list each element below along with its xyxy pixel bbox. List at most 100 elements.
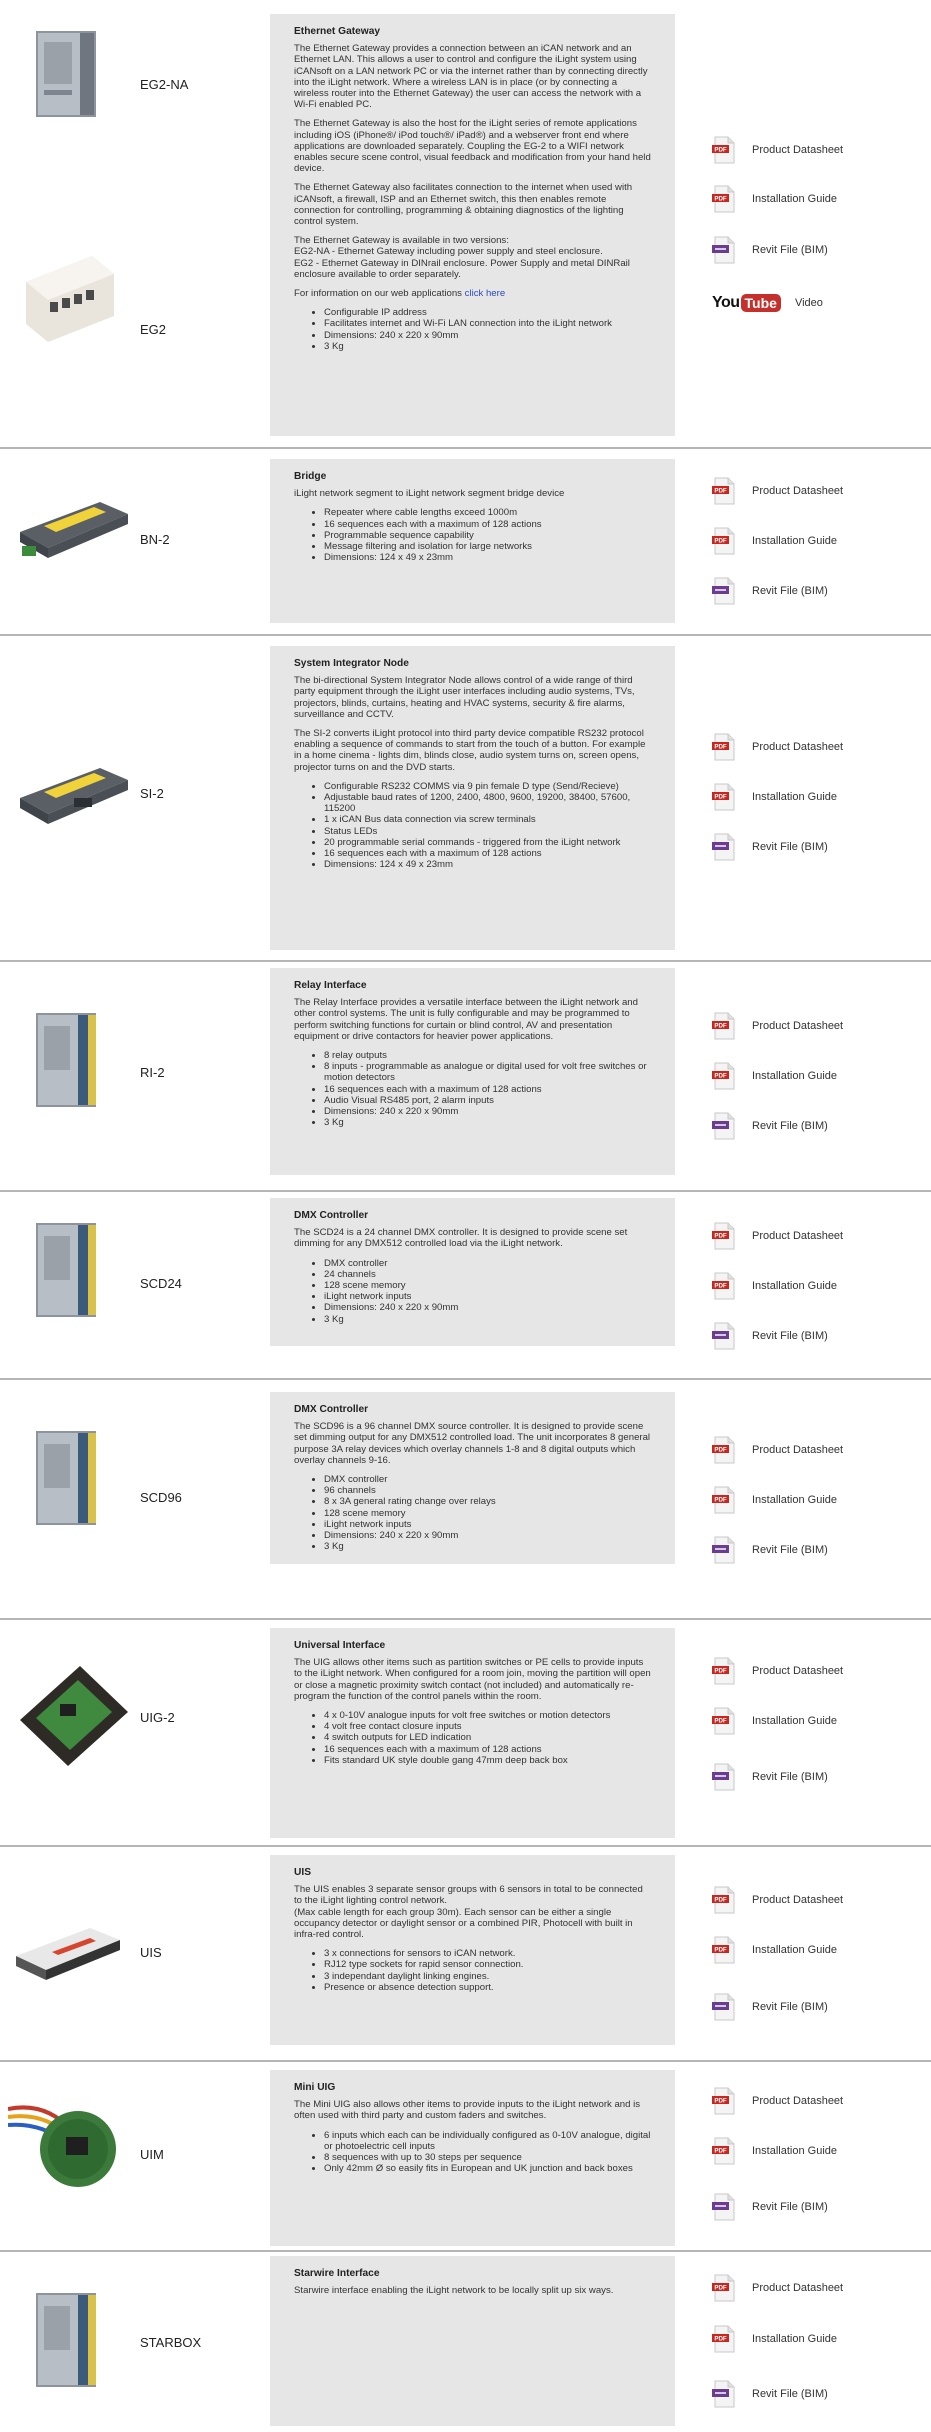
- link-label: Product Datasheet: [752, 1230, 844, 1242]
- svg-text:PDF: PDF: [714, 1897, 727, 1904]
- link-label: Installation Guide: [752, 1280, 837, 1292]
- pdf-file-icon: PDF: [712, 2325, 736, 2353]
- description-paragraph: The Ethernet Gateway provides a connecti…: [294, 43, 648, 111]
- pdf-file-icon: PDF: [712, 1707, 736, 1735]
- web-apps-link[interactable]: click here: [464, 288, 506, 300]
- youtube-video-link[interactable]: You Tube Video: [712, 288, 823, 318]
- uis-image: [16, 1928, 120, 1980]
- spec-item: Status LEDs: [324, 826, 653, 837]
- description-paragraph: The Ethernet Gateway also facilitates co…: [294, 182, 633, 228]
- product-description: Starwire Interface Starwire interface en…: [270, 2256, 675, 2426]
- pdf-file-icon: PDF: [712, 136, 736, 164]
- spec-item: Configurable IP address: [324, 307, 653, 318]
- link-label: Installation Guide: [752, 1070, 837, 1082]
- spec-item: 96 channels: [324, 1485, 653, 1496]
- product-title: UIS: [294, 1867, 311, 1878]
- spec-item: Adjustable baud rates of 1200, 2400, 480…: [324, 792, 653, 814]
- spec-item: Dimensions: 240 x 220 x 90mm: [324, 1530, 653, 1541]
- spec-item: 4 volt free contact closure inputs: [324, 1721, 653, 1732]
- description-paragraph: The Ethernet Gateway is also the host fo…: [294, 118, 651, 175]
- spec-list: Configurable RS232 COMMS via 9 pin femal…: [294, 781, 653, 871]
- spec-item: 20 programmable serial commands - trigge…: [324, 837, 653, 848]
- spec-item: Dimensions: 124 x 49 x 23mm: [324, 859, 653, 870]
- svg-text:PDF: PDF: [714, 1668, 727, 1675]
- product-description: DMX Controller The SCD24 is a 24 channel…: [270, 1198, 675, 1346]
- row-divider: [0, 1378, 931, 1380]
- spec-list: 8 relay outputs 8 inputs - programmable …: [294, 1050, 653, 1128]
- product-datasheet-link[interactable]: PDF Product Datasheet: [712, 733, 843, 761]
- revit-file-link[interactable]: Revit File (BIM): [712, 1763, 828, 1791]
- row-divider: [0, 1845, 931, 1847]
- product-description: Ethernet Gateway The Ethernet Gateway pr…: [270, 14, 675, 436]
- revit-file-icon: [712, 833, 736, 861]
- revit-file-link[interactable]: Revit File (BIM): [712, 1322, 828, 1350]
- spec-item: iLight network inputs: [324, 1291, 653, 1302]
- spec-item: 8 x 3A general rating change over relays: [324, 1496, 653, 1507]
- revit-file-link[interactable]: Revit File (BIM): [712, 577, 828, 605]
- product-description: Mini UIG The Mini UIG also allows other …: [270, 2070, 675, 2246]
- spec-item: 16 sequences each with a maximum of 128 …: [324, 1744, 653, 1755]
- spec-item: 6 inputs which each can be individually …: [324, 2130, 653, 2152]
- revit-file-icon: [712, 1112, 736, 1140]
- description-paragraph: The UIS enables 3 separate sensor groups…: [294, 1884, 643, 1941]
- link-label: Product Datasheet: [752, 144, 844, 156]
- si2-image: [20, 768, 128, 824]
- pdf-file-icon: PDF: [712, 733, 736, 761]
- revit-file-icon: [712, 236, 736, 264]
- product-name: EG2: [140, 322, 167, 337]
- product-datasheet-link[interactable]: PDF Product Datasheet: [712, 2274, 843, 2302]
- product-datasheet-link[interactable]: PDF Product Datasheet: [712, 136, 843, 164]
- link-label: Product Datasheet: [752, 741, 844, 753]
- spec-item: Presence or absence detection support.: [324, 1982, 653, 1993]
- revit-file-link[interactable]: Revit File (BIM): [712, 2193, 828, 2221]
- product-title: System Integrator Node: [294, 658, 409, 669]
- revit-file-link[interactable]: Revit File (BIM): [712, 833, 828, 861]
- revit-file-link[interactable]: Revit File (BIM): [712, 1536, 828, 1564]
- spec-item: Only 42mm Ø so easily fits in European a…: [324, 2163, 653, 2174]
- revit-file-link[interactable]: Revit File (BIM): [712, 2380, 828, 2408]
- product-name: UIG-2: [140, 1710, 175, 1725]
- pdf-file-icon: PDF: [712, 1222, 736, 1250]
- pdf-file-icon: PDF: [712, 2274, 736, 2302]
- link-label: Product Datasheet: [752, 2282, 844, 2294]
- spec-item: 4 x 0-10V analogue inputs for volt free …: [324, 1710, 653, 1721]
- svg-text:PDF: PDF: [714, 2336, 727, 2343]
- product-datasheet-link[interactable]: PDF Product Datasheet: [712, 1222, 843, 1250]
- svg-text:PDF: PDF: [714, 147, 727, 154]
- row-divider: [0, 960, 931, 962]
- row-divider: [0, 634, 931, 636]
- revit-file-link[interactable]: Revit File (BIM): [712, 1112, 828, 1140]
- link-label: Revit File (BIM): [752, 841, 828, 853]
- product-title: DMX Controller: [294, 1210, 369, 1221]
- link-label: Product Datasheet: [752, 2095, 844, 2107]
- pdf-file-icon: PDF: [712, 185, 736, 213]
- spec-item: Configurable RS232 COMMS via 9 pin femal…: [324, 781, 653, 792]
- revit-file-icon: [712, 1536, 736, 1564]
- revit-file-link[interactable]: Revit File (BIM): [712, 1993, 828, 2021]
- svg-text:PDF: PDF: [714, 1497, 727, 1504]
- youtube-logo-you: You: [712, 294, 740, 311]
- scd96-image: [36, 1431, 96, 1525]
- product-title: Relay Interface: [294, 980, 367, 991]
- eg2-image: [26, 256, 114, 342]
- revit-file-icon: [712, 1763, 736, 1791]
- scd24-image: [36, 1223, 96, 1317]
- revit-file-link[interactable]: Revit File (BIM): [712, 236, 828, 264]
- link-label: Revit File (BIM): [752, 1544, 828, 1556]
